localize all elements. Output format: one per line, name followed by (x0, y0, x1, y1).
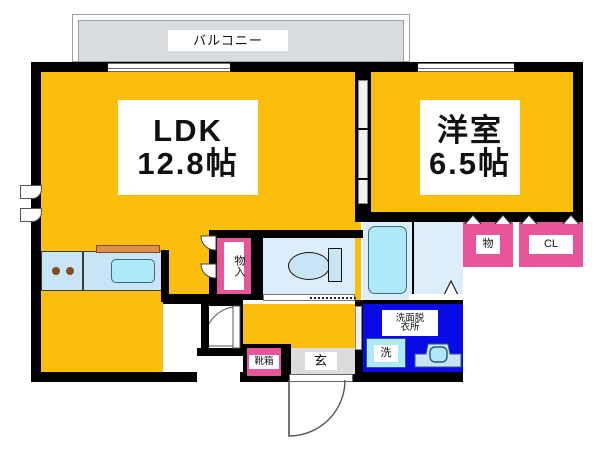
sliding-door-joint-upper (358, 128, 368, 130)
wc-top-wall (253, 230, 363, 238)
closet-door-arrow-cl (520, 214, 580, 224)
closet-door-arrow-mono (464, 214, 512, 224)
plan-gap-below-closets (463, 267, 583, 382)
exterior-wall-right (573, 62, 583, 222)
bedroom-room-size: 6.5帖 (428, 145, 512, 181)
bath-divider (412, 222, 414, 302)
hallway-bottom-wall (197, 348, 249, 356)
plan-outline (31, 62, 583, 382)
washroom-hall-sliding-door[interactable] (355, 306, 362, 350)
counter-top-icon (96, 245, 160, 253)
toilet-icon (288, 252, 330, 280)
washroom-label-line2: 衣所 (400, 322, 420, 333)
bedroom-bottom-wall (355, 212, 573, 222)
bathtub-icon (368, 226, 407, 294)
storage-cl-label: CL (529, 235, 573, 254)
stove-burner-left-icon (52, 267, 60, 275)
washroom-door[interactable] (356, 300, 364, 302)
ldk-west-window-lower[interactable] (20, 208, 42, 222)
bath-entry-threshold (409, 294, 463, 302)
bedroom-label-box: 洋室 6.5帖 (420, 100, 520, 195)
entrance-door[interactable] (285, 379, 357, 442)
ldk-room-size: 12.8帖 (137, 145, 239, 181)
balcony-window-bedroom[interactable] (418, 63, 514, 72)
vanity-sink-icon (414, 343, 462, 368)
balcony-label: バルコニー (168, 30, 288, 51)
stove-burner-right-icon (66, 267, 74, 275)
washroom-label-line1: 洗面脱 (395, 312, 425, 324)
kitchen-stove-counter (41, 251, 83, 291)
ldk-label-box: LDK 12.8帖 (118, 100, 258, 195)
bath-washroom-divider (363, 300, 463, 304)
kitchen-sink-icon (111, 259, 155, 283)
ldk-bedroom-sliding-door[interactable] (358, 80, 368, 204)
bedroom-room-name: 洋室 (437, 112, 503, 148)
toilet-tank-icon (328, 248, 342, 282)
washing-machine-label: 洗 (374, 345, 398, 362)
ldk-right-lower-wall (201, 296, 209, 356)
mono-ire-door[interactable] (193, 234, 217, 296)
sliding-door-joint-lower (358, 178, 368, 180)
washroom-label-box: 洗面脱 衣所 (382, 310, 438, 336)
genkan-label: 玄 (305, 352, 337, 370)
exterior-wall-bottom-right (240, 372, 583, 382)
wc-door-track (310, 297, 356, 299)
ldk-room-name: LDK (153, 112, 223, 148)
exterior-wall-bottom-left (31, 372, 197, 382)
ldk-west-window-upper[interactable] (20, 185, 42, 199)
exterior-wall-left (31, 62, 41, 382)
storage-mono-ire-label: 物入 (224, 242, 245, 290)
entrance-door-panel[interactable] (289, 374, 353, 382)
storage-mono-right-label: 物 (476, 235, 500, 254)
kutsubako-door-icon (281, 350, 291, 360)
balcony-window-ldk[interactable] (108, 63, 230, 72)
hallway-top-wall (209, 300, 243, 306)
kitchen-wall-stub (161, 294, 209, 302)
kitchen-side-wall (161, 250, 169, 294)
storage-kutsubako-label: 靴箱 (249, 355, 279, 369)
